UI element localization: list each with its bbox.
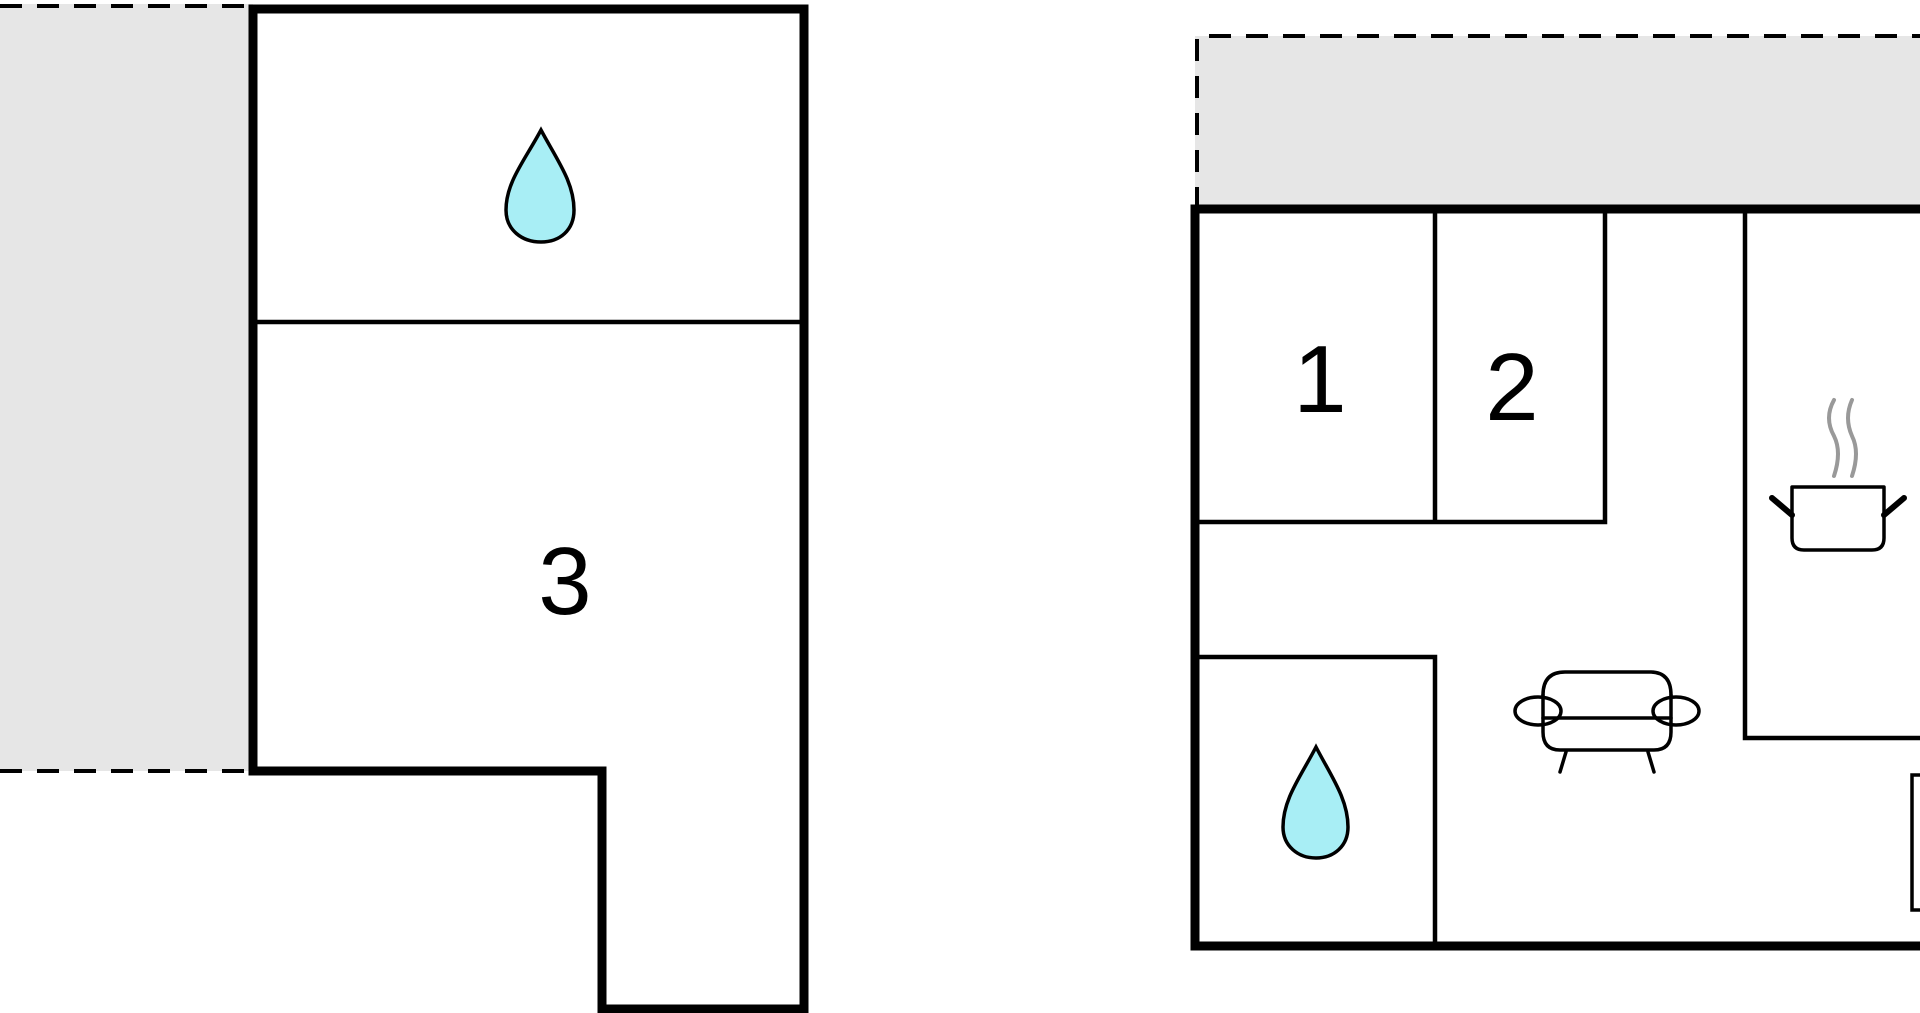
water-drop-icon-right — [1281, 743, 1350, 860]
right-building: 1 2 — [1190, 34, 1920, 951]
cabinet — [1910, 773, 1920, 912]
left-bathroom — [504, 126, 576, 244]
left-exterior-walls — [248, 4, 809, 1013]
outdoor-terrace — [0, 4, 253, 771]
cooking-pot-icon — [1769, 398, 1907, 552]
right-exterior-walls — [1190, 204, 1920, 951]
right-bathroom-walls — [1199, 654, 1438, 946]
left-building: 3 — [0, 4, 809, 1013]
outdoor-terrace-right — [1195, 36, 1920, 209]
bedroom-walls — [1199, 209, 1608, 525]
terrace-dashed-outline — [0, 4, 253, 773]
room-2-label: 2 — [1485, 334, 1538, 441]
room-1-label: 1 — [1293, 326, 1346, 433]
kitchen-walls — [1742, 209, 1920, 741]
sofa-icon — [1513, 670, 1701, 774]
room-3-label: 3 — [538, 528, 591, 635]
terrace-right-dashed-outline — [1195, 34, 1920, 209]
water-drop-icon — [504, 126, 576, 244]
